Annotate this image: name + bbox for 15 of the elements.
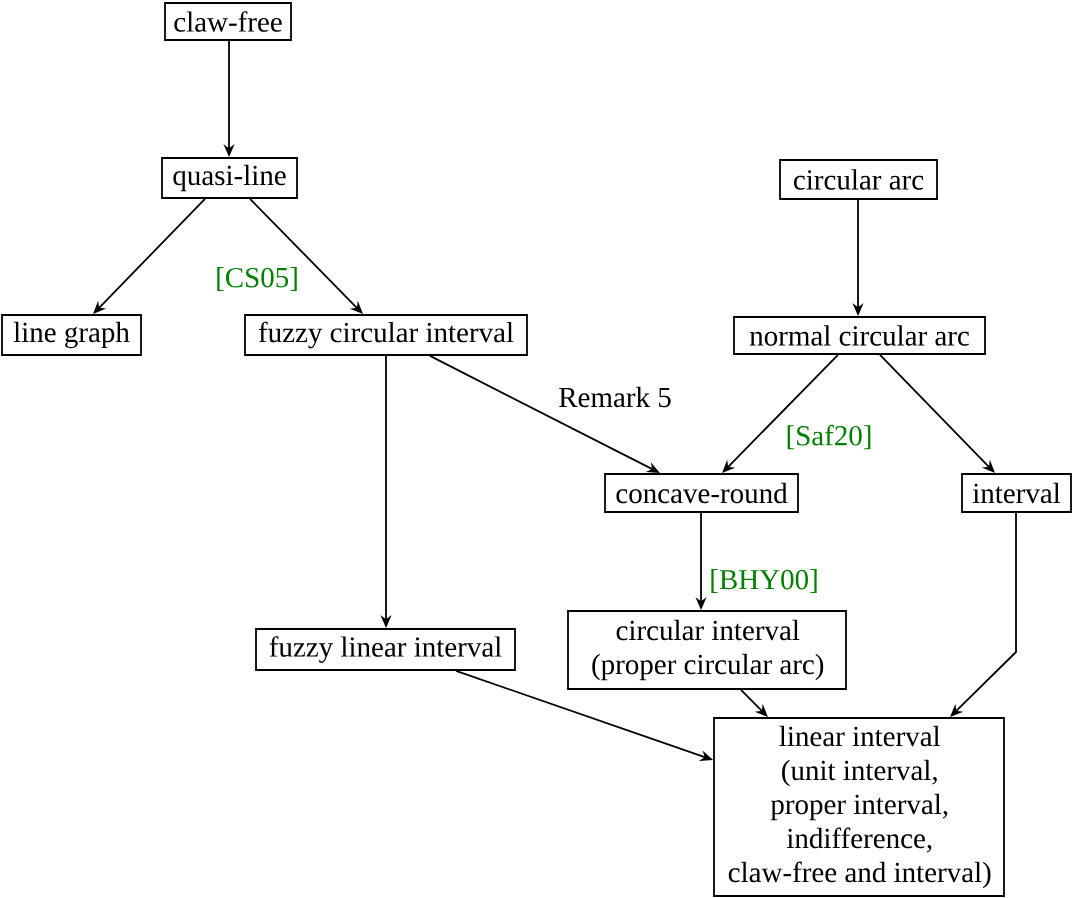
class-box: interval bbox=[961, 473, 1072, 513]
edge-label: [BHY00] bbox=[711, 569, 817, 593]
class-box: normal circular arc bbox=[733, 316, 986, 355]
class-box: linear interval (unit interval, proper interval, indifference, claw-free and interval) bbox=[713, 717, 1005, 897]
edge-label: [CS05] bbox=[217, 267, 297, 291]
class-box: quasi-line bbox=[161, 157, 298, 199]
class-box: concave-round bbox=[604, 473, 799, 513]
class-box: line graph bbox=[1, 314, 142, 356]
class-box: circular interval (proper circular arc) bbox=[567, 610, 847, 690]
class-box: circular arc bbox=[779, 159, 938, 200]
class-box: claw-free bbox=[164, 2, 292, 41]
edge-label: Remark 5 bbox=[559, 386, 671, 408]
edge-label: [Saf20] bbox=[787, 424, 871, 450]
class-box: fuzzy linear interval bbox=[255, 628, 516, 671]
class-box: fuzzy circular interval bbox=[244, 314, 528, 356]
